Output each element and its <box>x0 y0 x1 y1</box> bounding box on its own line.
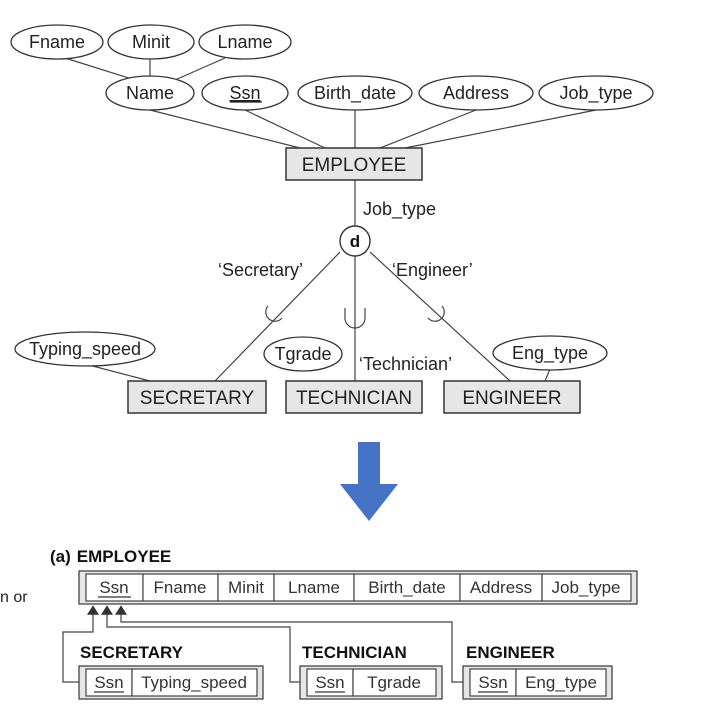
schema-employee-col: Fname <box>154 578 207 597</box>
line-circle-engineer <box>369 251 511 382</box>
svg-text:Typing_speed: Typing_speed <box>29 339 141 360</box>
line-circle-secretary <box>214 251 341 382</box>
line-ssn-employee <box>244 109 326 149</box>
schema-engineer-col: Ssn <box>478 673 507 692</box>
svg-text:Address: Address <box>443 83 509 103</box>
line-lname-name <box>174 57 226 81</box>
fk-arrow-secretary <box>62 605 99 683</box>
svg-text:ENGINEER: ENGINEER <box>462 388 561 409</box>
entity-secretary: SECRETARY <box>127 380 267 414</box>
attr-typing-speed: Typing_speed <box>14 331 156 367</box>
schema-engineer-col: Eng_type <box>525 673 597 692</box>
subset-symbol-engineer <box>427 305 445 322</box>
attr-lname: Lname <box>198 24 292 60</box>
schema-employee-title: (a)EMPLOYEE <box>50 547 171 566</box>
subset-symbol-secretary <box>265 305 283 322</box>
subset-symbol-technician <box>344 308 366 329</box>
schema-employee-col: Ssn <box>99 578 128 597</box>
attr-address: Address <box>418 75 534 111</box>
line-address-employee <box>379 109 477 149</box>
svg-text:Fname: Fname <box>29 32 85 52</box>
svg-text:Name: Name <box>126 83 174 103</box>
schema-employee-col: Address <box>470 578 532 597</box>
fk-arrow-engineer <box>115 605 468 683</box>
attr-tgrade: Tgrade <box>263 336 343 372</box>
schema-secretary-col: Typing_speed <box>141 673 247 692</box>
foreign-key-arrows <box>62 605 468 683</box>
svg-text:Eng_type: Eng_type <box>512 343 588 364</box>
schema-employee-col: Birth_date <box>368 578 446 597</box>
schema-technician-title: TECHNICIAN <box>302 643 407 662</box>
line-name-employee <box>149 109 301 149</box>
transform-arrow <box>340 442 398 521</box>
cropped-side-text: n or <box>0 589 28 606</box>
attr-eng-type: Eng_type <box>492 335 608 371</box>
attr-name: Name <box>105 75 195 111</box>
schema-secretary-table: Ssn Typing_speed <box>78 665 264 700</box>
line-typingspeed-secretary <box>84 363 151 382</box>
svg-text:d: d <box>350 232 360 251</box>
fk-arrow-technician <box>101 605 304 683</box>
svg-text:Minit: Minit <box>132 32 170 52</box>
attr-minit: Minit <box>107 24 195 60</box>
attr-birth-date: Birth_date <box>297 75 413 111</box>
line-engtype-engineer <box>544 368 551 382</box>
entity-employee: EMPLOYEE <box>285 147 423 181</box>
defining-attribute-label: Job_type <box>363 199 436 220</box>
svg-text:Lname: Lname <box>217 32 272 52</box>
value-engineer-label: ‘Engineer’ <box>392 260 473 280</box>
schema-employee-table: Ssn Fname Minit Lname Birth_date Address… <box>78 570 638 605</box>
schema-secretary-title: SECRETARY <box>80 643 184 662</box>
entity-technician: TECHNICIAN <box>285 380 423 414</box>
schema-engineer-table: Ssn Eng_type <box>462 665 613 700</box>
disjoint-circle: d <box>339 225 371 257</box>
attr-fname: Fname <box>10 24 104 60</box>
svg-text:Tgrade: Tgrade <box>274 344 331 364</box>
svg-text:EMPLOYEE: EMPLOYEE <box>302 155 407 176</box>
svg-text:SECRETARY: SECRETARY <box>140 388 255 409</box>
attr-job-type: Job_type <box>538 75 654 111</box>
schema-employee-col: Lname <box>288 578 340 597</box>
svg-text:Job_type: Job_type <box>559 83 632 104</box>
schema-secretary-col: Ssn <box>94 673 123 692</box>
value-technician-label: ‘Technician’ <box>359 354 452 374</box>
schema-employee-col: Job_type <box>552 578 621 597</box>
svg-text:Birth_date: Birth_date <box>314 83 396 104</box>
line-jobtype-employee <box>404 109 597 149</box>
er-connector-lines <box>64 57 597 382</box>
value-secretary-label: ‘Secretary’ <box>218 260 303 280</box>
schema-technician-table: Ssn Tgrade <box>299 665 443 700</box>
svg-text:Ssn: Ssn <box>229 83 260 103</box>
schema-technician-col: Ssn <box>315 673 344 692</box>
entity-engineer: ENGINEER <box>443 380 581 414</box>
line-fname-name <box>64 57 136 81</box>
attr-ssn-key: Ssn <box>201 75 289 111</box>
schema-engineer-title: ENGINEER <box>466 643 555 662</box>
schema-technician-col: Tgrade <box>367 673 421 692</box>
svg-text:TECHNICIAN: TECHNICIAN <box>296 388 412 409</box>
schema-employee-col: Minit <box>228 578 264 597</box>
